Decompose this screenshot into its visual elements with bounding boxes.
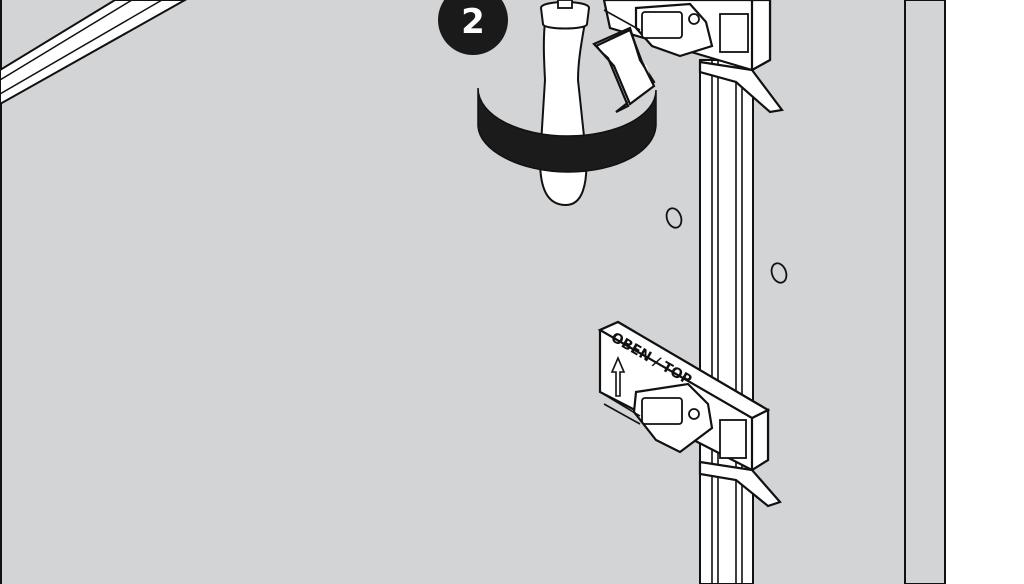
lower-jig-block: OBEN / TOP xyxy=(597,320,782,508)
upper-jig-block xyxy=(602,0,784,114)
tool-handle xyxy=(538,21,588,207)
diagonal-shelf-edge xyxy=(0,0,188,106)
arrow-up-icon xyxy=(610,355,626,397)
rail-lower-detail xyxy=(699,474,754,584)
guide-rail xyxy=(699,59,754,584)
drill-hole xyxy=(665,207,683,229)
numbered-circle-icon xyxy=(438,0,508,55)
shelf-strip xyxy=(0,0,188,106)
panel-edge xyxy=(904,0,946,584)
step-badge: 2 xyxy=(438,0,508,55)
rotate-clockwise-arrow-icon xyxy=(477,26,657,173)
tool-collar xyxy=(539,1,591,30)
cabinet-panel xyxy=(0,0,946,584)
step-number: 2 xyxy=(461,2,485,42)
drill-hole xyxy=(770,262,788,284)
drill-holes xyxy=(665,207,788,284)
